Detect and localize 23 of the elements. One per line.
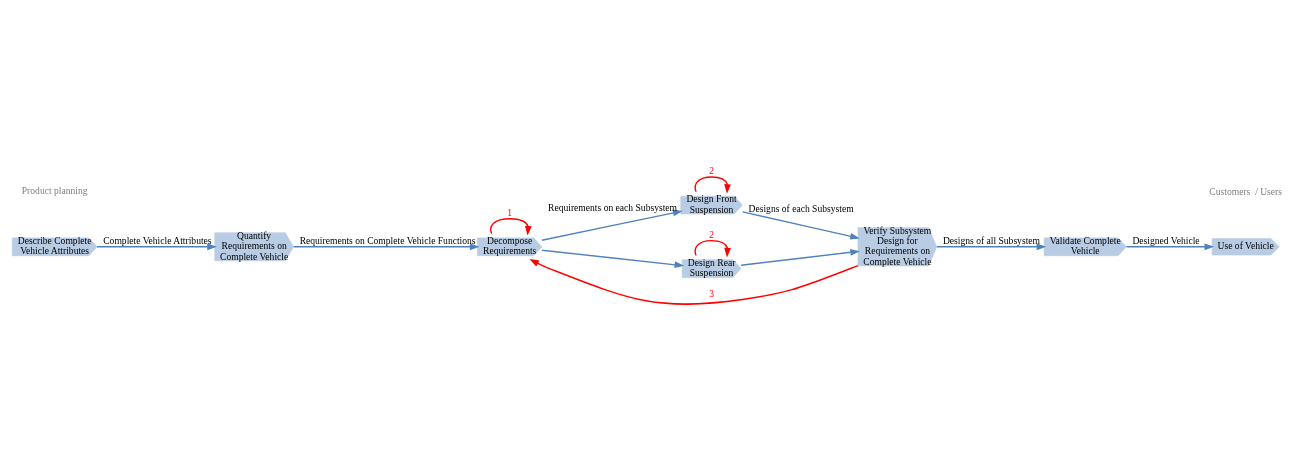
arrow xyxy=(1125,242,1215,250)
arrow xyxy=(936,242,1047,250)
arrow xyxy=(694,239,731,257)
arrow xyxy=(694,175,731,194)
label: Product planning xyxy=(21,184,88,196)
edge-label: Designs of each Subsystem xyxy=(748,202,854,214)
edge-label: 2 xyxy=(709,228,714,240)
arrow xyxy=(293,242,480,250)
arrow xyxy=(741,210,860,240)
edge-label: Requirements on Complete Vehicle Functions xyxy=(299,234,476,246)
arrow xyxy=(541,249,685,268)
edge-label: 1 xyxy=(507,206,513,218)
arrow xyxy=(541,209,683,241)
edge-label: 2 xyxy=(709,164,714,176)
arrow xyxy=(740,248,860,266)
edge-label: Designed Vehicle xyxy=(1132,234,1200,246)
edge-label: 3 xyxy=(709,287,714,299)
arrow xyxy=(490,217,532,236)
arrow xyxy=(96,242,217,250)
edge-label: Requirements on each Subsystem xyxy=(548,201,678,213)
edge-label: Designs of all Subsystem xyxy=(942,234,1041,246)
edge-label: Complete Vehicle Attributes xyxy=(103,234,212,246)
label: Customers / Users xyxy=(1209,185,1283,197)
